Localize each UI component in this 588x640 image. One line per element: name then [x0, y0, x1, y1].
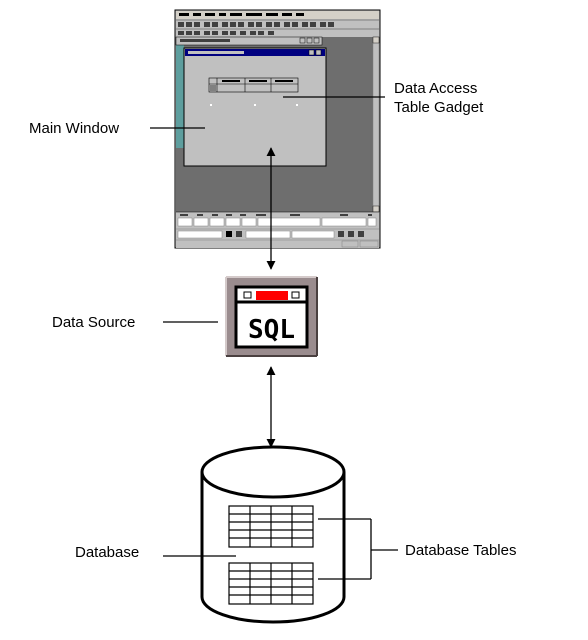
- sql-window-icon: SQL: [225, 276, 318, 357]
- main-window-label: Main Window: [29, 120, 120, 137]
- database-table-upper: [228, 505, 314, 548]
- gadget-label-line2: Table Gadget: [394, 99, 484, 116]
- gadget-label-line1: Data Access: [394, 80, 478, 97]
- application-screenshot: [174, 9, 381, 249]
- sql-text: SQL: [248, 315, 295, 345]
- data-source-label: Data Source: [52, 314, 136, 331]
- database-label: Database: [75, 544, 140, 561]
- database-table-lower: [228, 562, 314, 605]
- database-tables-label: Database Tables: [405, 542, 517, 559]
- connectors: [150, 96, 398, 580]
